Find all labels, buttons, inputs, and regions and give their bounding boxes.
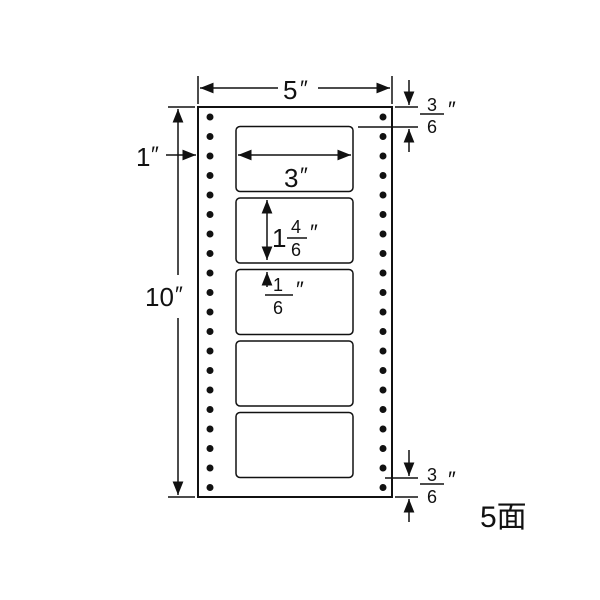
label-height-unit: ″	[310, 220, 318, 245]
right-feed-hole	[379, 308, 387, 316]
top-margin-numerator: 3	[427, 95, 437, 115]
bottom-margin-numerator: 3	[427, 465, 437, 485]
bottom-margin-denominator: 6	[427, 487, 437, 507]
page-width-value: 5	[283, 75, 297, 105]
right-feed-hole	[379, 347, 387, 355]
right-feed-hole	[379, 289, 387, 296]
left-feed-hole	[206, 406, 214, 413]
left-feed-hole	[206, 484, 214, 491]
offset-value: 1	[136, 142, 150, 172]
label-width-value: 3	[284, 163, 298, 193]
left-feed-hole	[206, 367, 214, 374]
left-feed-hole	[206, 133, 214, 140]
label-height-whole: 1	[272, 223, 286, 253]
left-feed-hole	[206, 425, 214, 433]
left-feed-hole	[206, 113, 214, 121]
right-feed-hole	[379, 484, 387, 491]
right-feed-hole	[379, 172, 387, 179]
page-height-unit: ″	[175, 282, 183, 307]
right-feed-hole	[379, 406, 387, 413]
left-feed-hole	[206, 445, 214, 452]
label-3	[235, 268, 354, 336]
gap-denominator: 6	[273, 298, 283, 318]
bottom-margin-unit: ″	[448, 467, 456, 492]
page-height-value: 10	[145, 282, 174, 312]
left-feed-hole	[206, 269, 214, 277]
label-5	[235, 411, 354, 479]
top-margin-unit: ″	[448, 97, 456, 122]
right-feed-hole	[379, 152, 387, 160]
right-feed-hole	[379, 425, 387, 433]
right-feed-hole	[379, 191, 387, 199]
left-feed-hole	[206, 172, 214, 179]
gap-unit: ″	[296, 277, 304, 302]
right-feed-hole	[379, 230, 387, 238]
right-feed-hole	[379, 367, 387, 374]
label-width-unit: ″	[300, 163, 308, 188]
page-width-unit: ″	[300, 76, 308, 101]
left-feed-hole	[206, 308, 214, 316]
offset-unit: ″	[151, 142, 159, 167]
sheet-outline	[197, 106, 393, 498]
label-2	[235, 197, 354, 264]
top-margin-denominator: 6	[427, 117, 437, 137]
left-feed-hole	[206, 289, 214, 296]
left-feed-hole	[206, 191, 214, 199]
right-feed-hole	[379, 269, 387, 277]
right-feed-hole	[379, 250, 387, 257]
right-feed-hole	[379, 386, 387, 394]
left-feed-hole	[206, 386, 214, 394]
right-feed-hole	[379, 445, 387, 452]
label-4	[235, 340, 354, 407]
left-feed-hole	[206, 152, 214, 160]
right-feed-hole	[379, 211, 387, 218]
left-feed-hole	[206, 464, 214, 472]
left-feed-hole	[206, 328, 214, 335]
label-height-numerator: 4	[291, 217, 301, 237]
label-1	[235, 125, 354, 193]
label-height-denominator: 6	[291, 240, 301, 260]
right-feed-hole	[379, 133, 387, 140]
left-feed-hole	[206, 230, 214, 238]
left-feed-hole	[206, 250, 214, 257]
left-feed-hole	[206, 347, 214, 355]
right-feed-hole	[379, 328, 387, 335]
labels-per-sheet: 5面	[480, 501, 527, 534]
gap-numerator: 1	[273, 275, 283, 295]
right-feed-hole	[379, 113, 387, 121]
right-feed-hole	[379, 464, 387, 472]
left-feed-hole	[206, 211, 214, 218]
